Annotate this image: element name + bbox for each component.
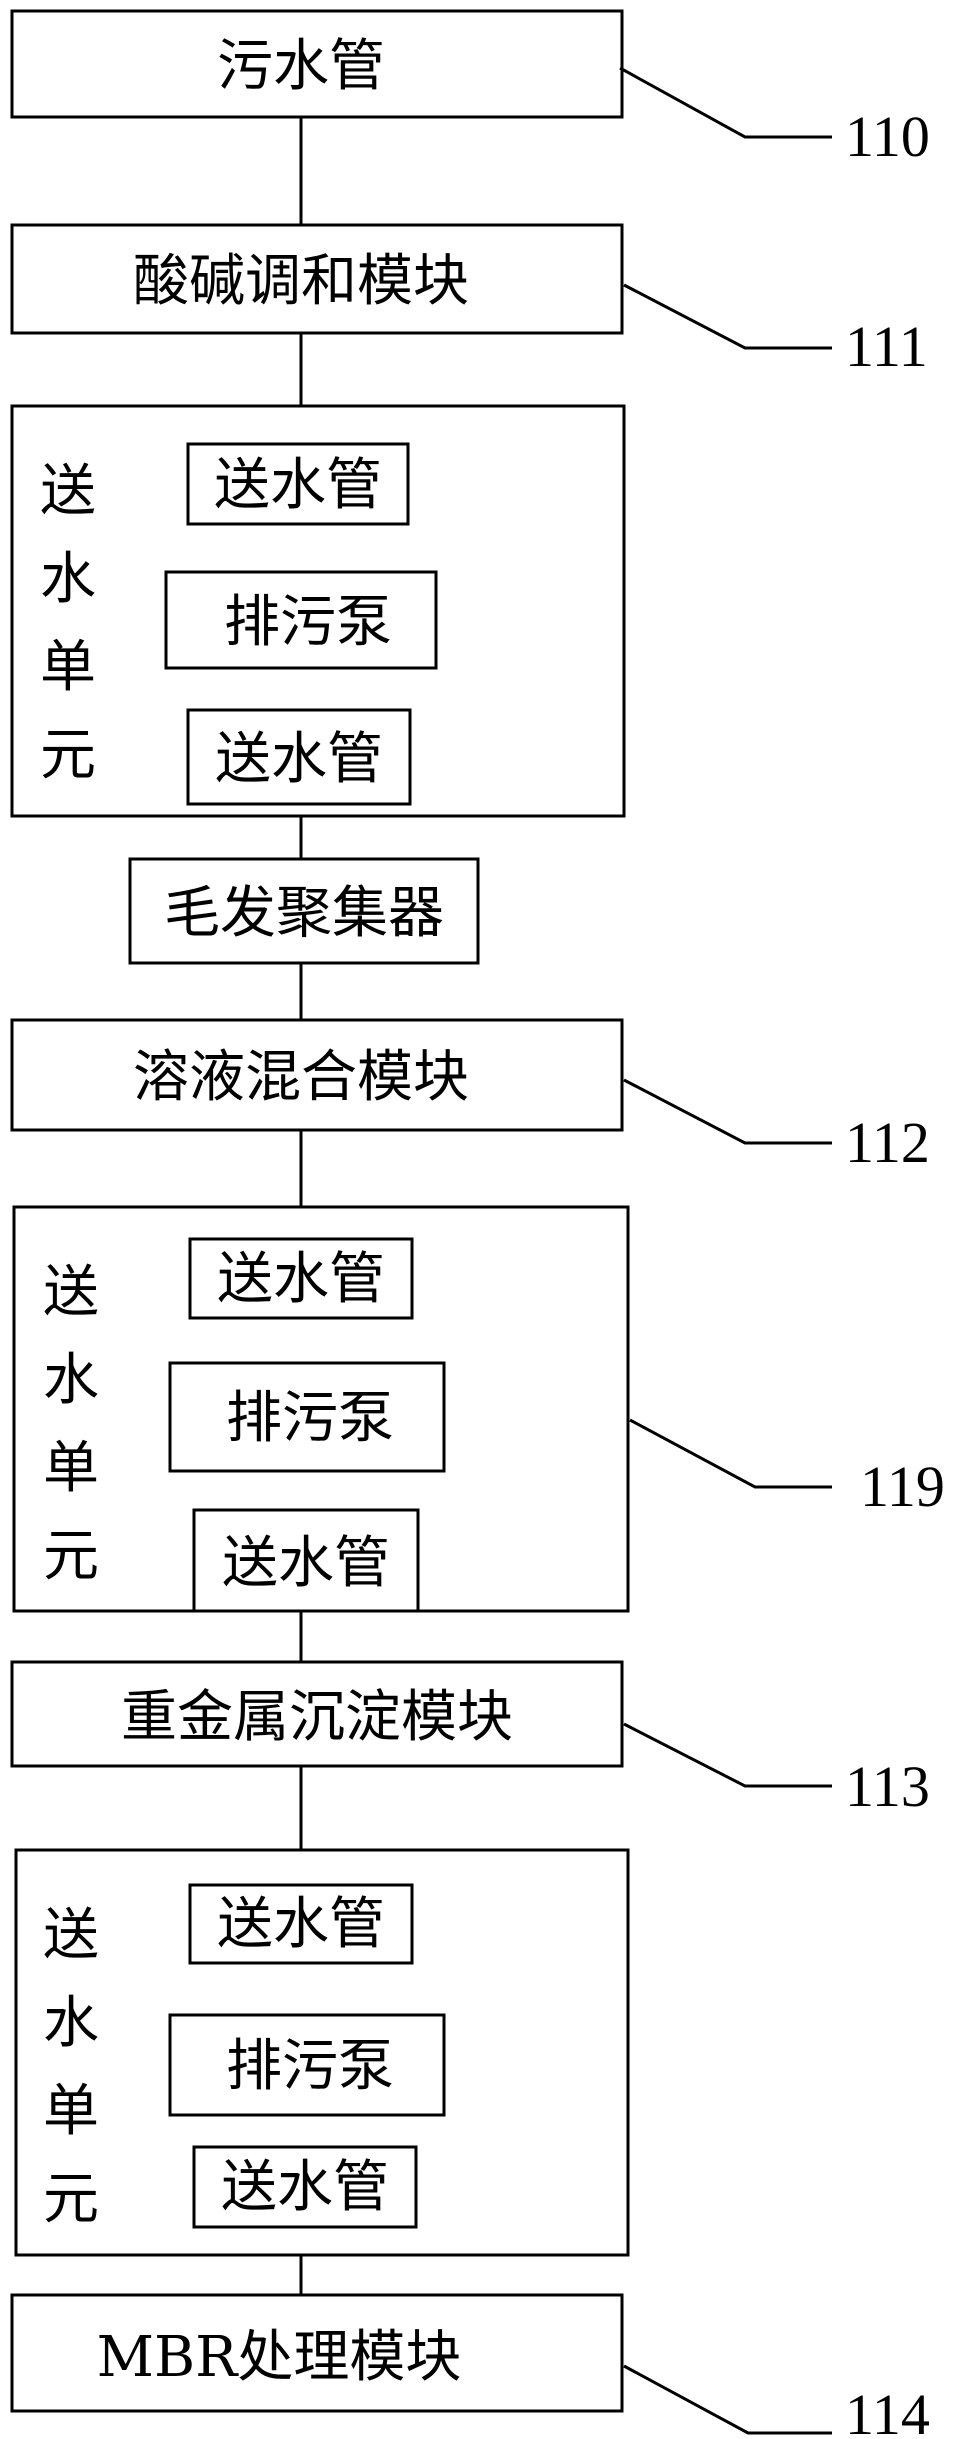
- heavy-metal-module-box: 重金属沉淀模块: [10, 1660, 624, 1768]
- unit-side-char: 水: [40, 547, 96, 612]
- water-delivery-unit-2: 送 水 单 元 送水管 排污泵 送水管: [12, 1205, 630, 1613]
- callout-112: 112: [845, 1110, 930, 1175]
- unit-side-char: 元: [43, 2167, 99, 2232]
- callout-110: 110: [845, 104, 930, 169]
- unit-side-char: 送: [43, 1903, 99, 1968]
- unit-side-char: 元: [43, 1524, 99, 1589]
- mbr-module-box: MBR处理模块: [10, 2293, 624, 2413]
- sewage-pump-label: 排污泵: [224, 590, 392, 655]
- unit-side-char: 水: [43, 1991, 99, 2056]
- water-pipe-label: 送水管: [221, 2155, 389, 2220]
- water-pipe-label: 送水管: [215, 727, 383, 792]
- unit-side-char: 单: [43, 1436, 99, 1501]
- mbr-module-label: MBR处理模块: [97, 2325, 462, 2390]
- unit-side-char: 送: [40, 459, 96, 524]
- unit-side-char: 单: [43, 2079, 99, 2144]
- water-pipe-label: 送水管: [217, 1247, 385, 1312]
- solution-mix-module-box: 溶液混合模块: [10, 1018, 624, 1132]
- callout-numbers: 110 111 112 119 113 114: [845, 104, 945, 2439]
- unit-side-char: 送: [43, 1260, 99, 1325]
- water-delivery-unit-1: 送 水 单 元 送水管 排污泵 送水管: [10, 404, 626, 818]
- water-pipe-label: 送水管: [217, 1892, 385, 1957]
- sewage-pump-label: 排污泵: [226, 2034, 394, 2099]
- unit-side-char: 单: [40, 635, 96, 700]
- hair-collector-box: 毛发聚集器: [128, 857, 480, 965]
- unit-side-char: 元: [40, 723, 96, 788]
- solution-mix-module-label: 溶液混合模块: [133, 1045, 469, 1110]
- water-delivery-unit-3: 送 水 单 元 送水管 排污泵 送水管: [14, 1848, 630, 2257]
- unit-side-char: 水: [43, 1348, 99, 1413]
- water-pipe-label: 送水管: [222, 1531, 390, 1596]
- sewage-pipe-box: 污水管: [10, 9, 624, 119]
- callout-114: 114: [845, 2382, 930, 2439]
- callout-111: 111: [845, 314, 928, 379]
- sewage-pipe-label: 污水管: [217, 34, 385, 99]
- callout-119: 119: [860, 1454, 945, 1519]
- callout-113: 113: [845, 1754, 930, 1819]
- water-pipe-label: 送水管: [214, 453, 382, 518]
- acid-base-module-box: 酸碱调和模块: [10, 223, 624, 335]
- hair-collector-label: 毛发聚集器: [164, 881, 444, 946]
- heavy-metal-module-label: 重金属沉淀模块: [121, 1685, 513, 1750]
- callout-leaders: [619, 66, 832, 2435]
- acid-base-module-label: 酸碱调和模块: [133, 249, 469, 314]
- sewage-pump-label: 排污泵: [226, 1386, 394, 1451]
